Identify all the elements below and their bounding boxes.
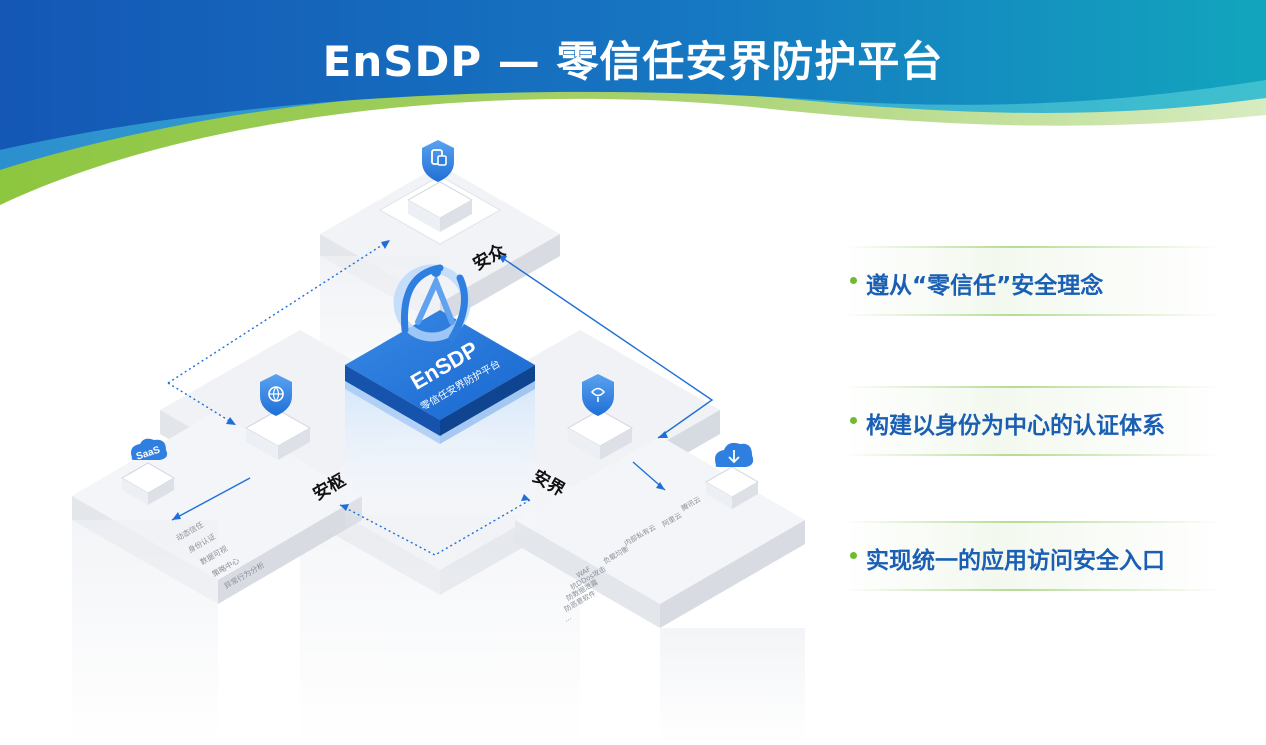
blue-header — [0, 0, 1266, 150]
globe-shield-icon — [260, 374, 292, 416]
feature-text: 实现统一的应用访问安全入口 — [866, 548, 1165, 574]
saas-box — [120, 462, 176, 505]
feature-text: 构建以身份为中心的认证体系 — [866, 413, 1165, 439]
architecture-diagram: EnSDP 零信任安界防护平台 — [72, 140, 805, 745]
left-node-box — [244, 409, 312, 460]
cloud-box — [704, 466, 760, 509]
feature-item: 构建以身份为中心的认证体系 — [842, 386, 1222, 456]
list-item: ... — [563, 613, 573, 623]
arrow-heads — [172, 240, 668, 520]
feature-item: 遵从“零信任”安全理念 — [842, 246, 1222, 316]
top-node-box — [406, 181, 474, 232]
download-cloud-icon — [715, 442, 754, 467]
bullet-dot-icon — [850, 552, 857, 559]
bullet-dot-icon — [850, 277, 857, 284]
right-node-box — [566, 409, 634, 460]
ensdp-logo-icon — [393, 264, 471, 342]
center-chip — [345, 310, 535, 444]
header-banner — [0, 0, 1266, 205]
feature-text: 遵从“零信任”安全理念 — [866, 273, 1104, 299]
security-shield-icon — [582, 374, 614, 416]
saas-cloud-icon — [131, 438, 168, 460]
feature-item: 实现统一的应用访问安全入口 — [842, 521, 1222, 591]
device-shield-icon — [422, 140, 454, 182]
bullet-dot-icon — [850, 417, 857, 424]
page-title: EnSDP — 零信任安界防护平台 — [322, 37, 944, 86]
